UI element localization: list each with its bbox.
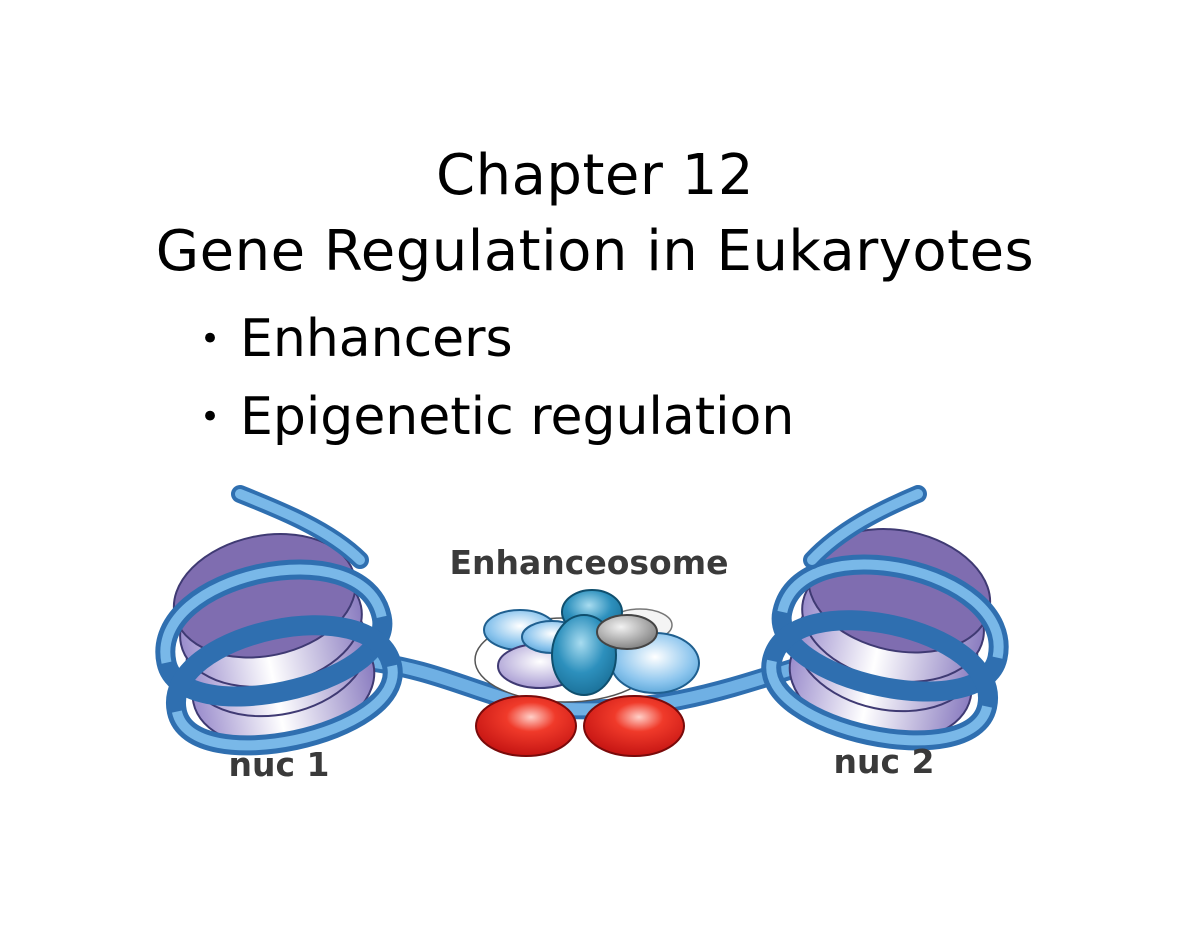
activator-protein-right [583, 695, 685, 757]
nucleosome-left [155, 533, 403, 756]
bullet-item: • Enhancers [200, 300, 794, 378]
nuc2-label: nuc 2 [834, 742, 935, 781]
enhanceosome-label: Enhanceosome [450, 543, 729, 582]
bullet-list: • Enhancers • Epigenetic regulation [200, 300, 794, 456]
bullet-item: • Epigenetic regulation [200, 378, 794, 456]
slide-title: Chapter 12 Gene Regulation in Eukaryotes [0, 138, 1190, 290]
bullet-glyph: • [200, 397, 221, 437]
bullet-text: Enhancers [240, 309, 513, 369]
bullet-text: Epigenetic regulation [240, 387, 795, 447]
title-line-1: Chapter 12 [436, 143, 754, 208]
enhanceosome-complex [474, 589, 700, 703]
bullet-glyph: • [200, 319, 221, 359]
nuc1-label: nuc 1 [229, 745, 330, 784]
nucleosome-right [761, 528, 1009, 751]
title-line-2: Gene Regulation in Eukaryotes [155, 219, 1035, 284]
activator-protein-left [475, 695, 577, 757]
